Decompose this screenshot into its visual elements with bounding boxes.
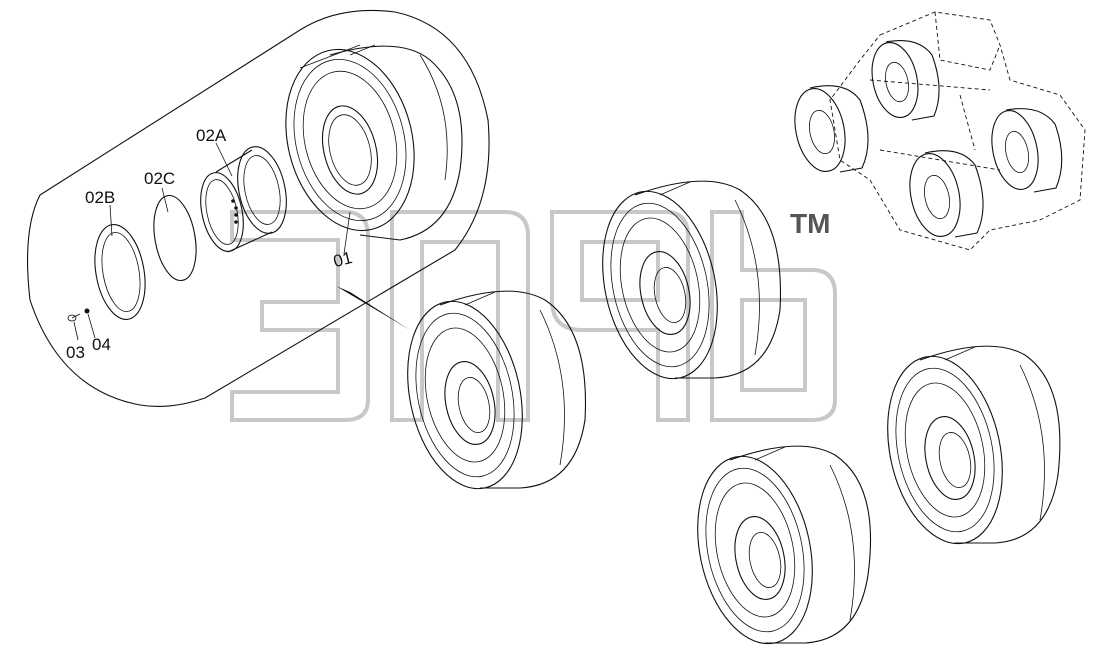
wheel-rear-right <box>887 345 1061 545</box>
leader-lines <box>73 142 351 341</box>
exploded-tire <box>285 44 463 241</box>
label-04: 04 <box>92 335 111 354</box>
rim-part <box>200 146 287 253</box>
wheel-rear-left <box>697 445 871 645</box>
callout-arrow <box>336 286 410 330</box>
label-03: 03 <box>66 343 85 362</box>
lock-ring-part <box>94 223 146 321</box>
o-ring-part <box>153 194 197 282</box>
label-02c: 02C <box>144 169 175 188</box>
machine-overview <box>794 11 1086 251</box>
valve-parts <box>67 308 90 322</box>
label-02b: 02B <box>85 188 115 207</box>
wheel-front-right <box>602 180 782 380</box>
exploded-view-outline <box>27 9 490 407</box>
wheel-front-left <box>407 290 587 490</box>
watermark-logo: TM <box>230 208 837 422</box>
label-01: 01 <box>331 248 354 271</box>
trademark-mark: TM <box>790 208 830 239</box>
label-02a: 02A <box>196 126 227 145</box>
